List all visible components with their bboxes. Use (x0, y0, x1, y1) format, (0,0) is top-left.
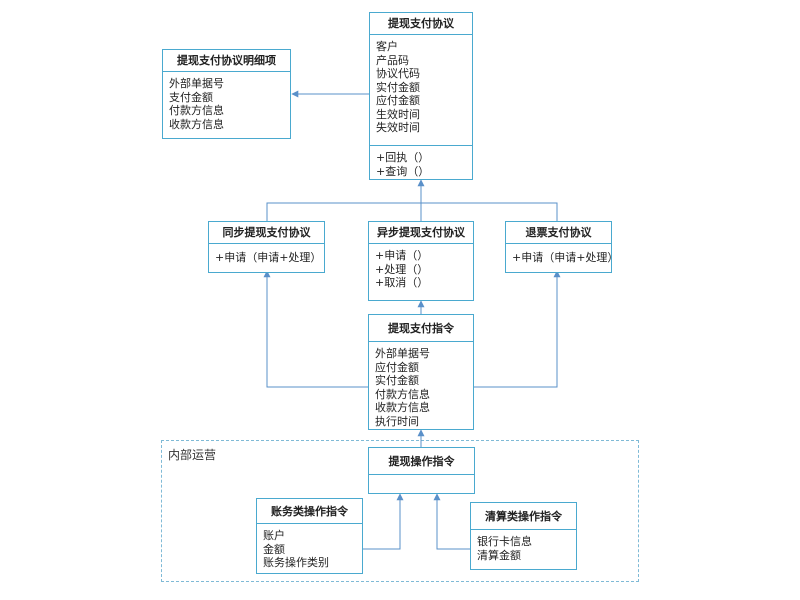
class-withdraw-agreement: 提现支付协议 客户 产品码 协议代码 实付金额 应付金额 生效时间 失效时间 +… (369, 12, 473, 180)
attribute: 金额 (263, 542, 285, 556)
attribute: 账户 (263, 529, 285, 542)
attribute: 实付金额 (375, 374, 419, 387)
connector-instruction-to-refund (474, 270, 561, 388)
class-accounting-instruction: 账务类操作指令 账户 金额 账务操作类别 (256, 498, 363, 574)
class-title: 提现支付协议明细项 (163, 50, 290, 72)
internal-operations-group (161, 440, 639, 582)
class-attributes: 银行卡信息 清算金额 (471, 530, 576, 565)
class-attributes: 外部单据号 支付金额 付款方信息 收款方信息 (163, 72, 290, 134)
attribute: 收款方信息 (169, 117, 224, 131)
class-attributes: 外部单据号 应付金额 实付金额 付款方信息 收款方信息 执行时间 (369, 342, 473, 431)
class-async-withdraw-agreement: 异步提现支付协议 +申请（） +处理（） +取消（） (368, 221, 474, 301)
attribute: 执行时间 (375, 414, 419, 428)
attribute: 支付金额 (169, 90, 213, 104)
attribute: 产品码 (376, 53, 409, 67)
class-attributes: 账户 金额 账务操作类别 (257, 524, 362, 573)
class-withdraw-agreement-detail: 提现支付协议明细项 外部单据号 支付金额 付款方信息 收款方信息 (162, 49, 291, 139)
attribute: 客户 (376, 40, 398, 53)
class-methods: +回执（） +查询（） (370, 145, 472, 181)
class-title: 异步提现支付协议 (369, 222, 473, 244)
class-methods: +申请（申请+处理） (209, 244, 324, 268)
attribute: 生效时间 (376, 107, 420, 121)
attribute: 应付金额 (375, 360, 419, 374)
method: +申请（） (375, 249, 429, 262)
internal-operations-label: 内部运营 (168, 448, 217, 462)
connector-sync-to-agreement (266, 202, 421, 221)
class-operation-instruction: 提现操作指令 (368, 447, 475, 494)
attribute: 清算金额 (477, 548, 521, 562)
method: +申请（申请+处理） (215, 251, 322, 264)
method: +回执（） (376, 151, 430, 164)
class-attributes: 客户 产品码 协议代码 实付金额 应付金额 生效时间 失效时间 (370, 35, 472, 145)
connector-accounting-to-operation (363, 493, 404, 550)
class-clearing-instruction: 清算类操作指令 银行卡信息 清算金额 (470, 502, 577, 570)
class-title: 清算类操作指令 (471, 503, 576, 530)
connector-clearing-to-operation (433, 493, 470, 550)
class-title: 账务类操作指令 (257, 499, 362, 524)
class-title: 提现支付指令 (369, 315, 473, 342)
method: +申请（申请+处理） (512, 251, 619, 264)
attribute: 协议代码 (376, 67, 420, 80)
class-methods: +申请（申请+处理） (506, 244, 619, 268)
class-title: 退票支付协议 (506, 222, 611, 244)
method: +查询（） (376, 164, 430, 178)
class-refund-agreement: 退票支付协议 +申请（申请+处理） (505, 221, 619, 273)
attribute: 账务操作类别 (263, 556, 329, 569)
connector-instruction-to-sync (263, 270, 368, 388)
class-title: 提现支付协议 (370, 13, 472, 35)
attribute: 应付金额 (376, 94, 420, 107)
class-methods: +申请（） +处理（） +取消（） (369, 244, 473, 293)
class-withdraw-instruction: 提现支付指令 外部单据号 应付金额 实付金额 付款方信息 收款方信息 执行时间 (368, 314, 474, 430)
attribute: 外部单据号 (375, 347, 430, 360)
class-title: 同步提现支付协议 (209, 222, 324, 244)
attribute: 实付金额 (376, 80, 420, 94)
attribute: 失效时间 (376, 121, 420, 134)
connector-refund-to-agreement (421, 202, 558, 221)
attribute: 付款方信息 (169, 104, 224, 117)
attribute: 付款方信息 (375, 387, 430, 401)
class-sync-withdraw-agreement: 同步提现支付协议 +申请（申请+处理） (208, 221, 325, 273)
attribute: 外部单据号 (169, 77, 224, 90)
method: +取消（） (375, 276, 429, 289)
class-title: 提现操作指令 (369, 448, 474, 475)
attribute: 收款方信息 (375, 401, 430, 414)
method: +处理（） (375, 262, 429, 276)
attribute: 银行卡信息 (477, 535, 532, 548)
